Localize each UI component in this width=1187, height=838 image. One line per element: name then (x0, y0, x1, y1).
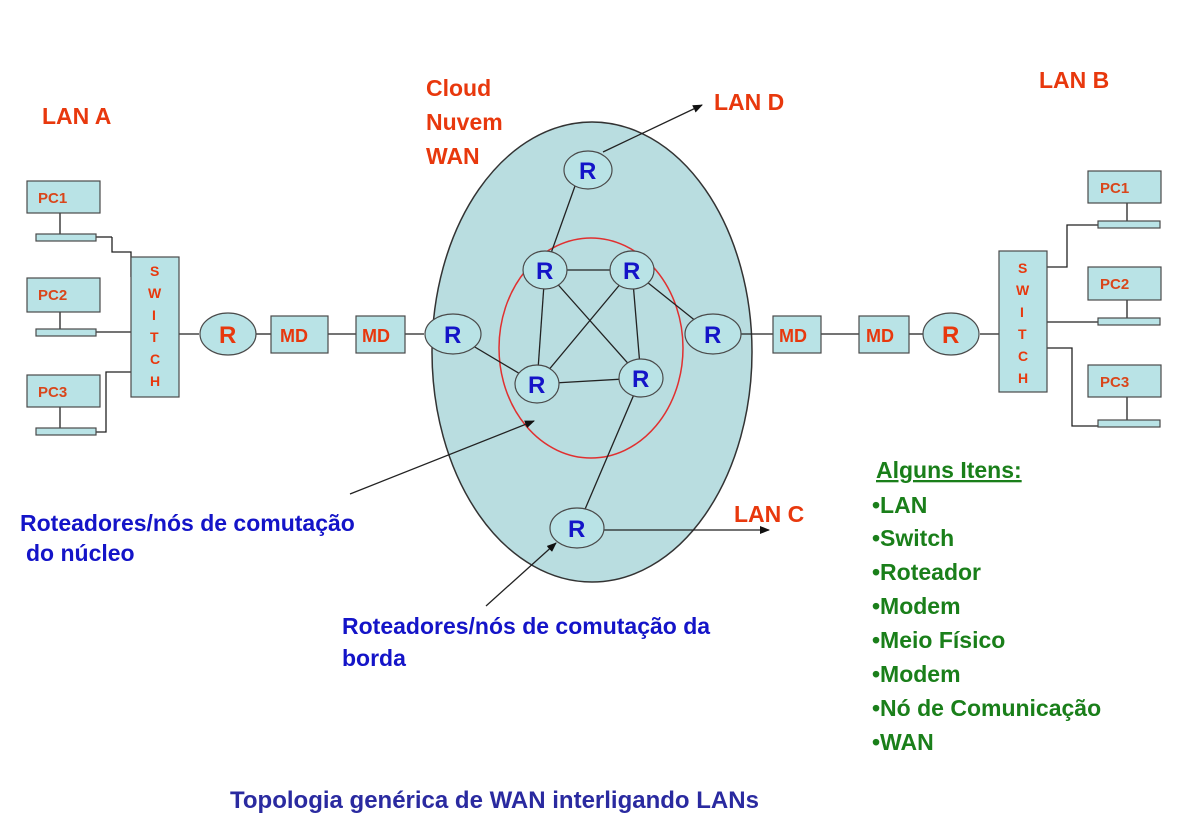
svg-text:PC1: PC1 (1100, 180, 1129, 197)
lan-a-pc2: PC2 (26, 277, 101, 337)
items-list: Alguns Itens: •LAN •Switch •Roteador •Mo… (872, 457, 1101, 755)
svg-text:I: I (1020, 304, 1024, 320)
svg-text:W: W (148, 285, 162, 301)
svg-text:W: W (1016, 282, 1030, 298)
lan-b-modem-2: MD (858, 315, 910, 354)
svg-text:H: H (150, 373, 160, 389)
wan-edge-router-right: R (684, 313, 742, 355)
svg-text:PC3: PC3 (1100, 374, 1129, 391)
arrow-to-core (349, 420, 535, 495)
arrow-to-edge (485, 542, 557, 607)
lan-d-label: LAN D (714, 89, 784, 115)
lan-a-switch: S W I T C H (130, 256, 180, 398)
svg-text:PC3: PC3 (38, 384, 67, 401)
items-heading: Alguns Itens: (876, 457, 1022, 483)
wan-router-top: R (563, 150, 613, 190)
svg-text:PC2: PC2 (1100, 276, 1129, 293)
arrow-to-lan-d (602, 104, 703, 153)
svg-text:S: S (150, 263, 159, 279)
svg-text:I: I (152, 307, 156, 323)
list-item: •Modem (872, 593, 961, 619)
svg-text:R: R (536, 258, 553, 285)
svg-text:Roteadores/nós de comutação: Roteadores/nós de comutação (20, 510, 355, 536)
svg-text:MD: MD (866, 326, 894, 346)
list-item: •Switch (872, 525, 954, 551)
svg-text:Cloud: Cloud (426, 75, 491, 101)
lan-a-modem-1: MD (270, 315, 329, 354)
svg-text:PC2: PC2 (38, 287, 67, 304)
lan-b-router: R (922, 312, 980, 356)
lan-a-wiring (59, 213, 424, 433)
svg-text:H: H (1018, 370, 1028, 386)
wan-core-router-1: R (522, 250, 568, 290)
svg-text:MD: MD (280, 326, 308, 346)
list-item: •WAN (872, 729, 934, 755)
lan-a-label: LAN A (42, 103, 111, 129)
wan-core-router-3: R (514, 364, 560, 404)
wan-edge-router-bottom: R (549, 507, 605, 549)
svg-text:T: T (150, 329, 159, 345)
svg-text:S: S (1018, 260, 1027, 276)
svg-text:borda: borda (342, 645, 406, 671)
wan-core-router-2: R (609, 250, 655, 290)
wan-edge-router-left: R (424, 313, 482, 355)
arrows (349, 104, 770, 607)
lan-b-label: LAN B (1039, 67, 1109, 93)
lan-a-pc1: PC1 (26, 180, 101, 242)
svg-text:do núcleo: do núcleo (26, 540, 135, 566)
svg-text:T: T (1018, 326, 1027, 342)
svg-text:MD: MD (362, 326, 390, 346)
lan-b-modem-1: MD (772, 315, 822, 354)
list-item: •Nó de Comunicação (872, 695, 1101, 721)
svg-text:C: C (1018, 348, 1028, 364)
svg-text:R: R (579, 158, 596, 185)
svg-text:Roteadores/nós de comutação da: Roteadores/nós de comutação da (342, 613, 710, 639)
lan-a-pc3: PC3 (26, 374, 101, 436)
core-ring (498, 237, 684, 459)
wan-cloud (431, 121, 753, 583)
list-item: •Modem (872, 661, 961, 687)
lan-b-pc3: PC3 (1087, 364, 1162, 428)
lan-c-label: LAN C (734, 501, 804, 527)
list-item: •Meio Físico (872, 627, 1005, 653)
svg-text:WAN: WAN (426, 143, 480, 169)
edge-annotation: Roteadores/nós de comutação da borda (342, 613, 710, 671)
list-item: •LAN (872, 492, 927, 518)
wan-core-router-4: R (618, 358, 664, 398)
svg-text:R: R (219, 322, 236, 349)
lan-b-pc1: PC1 (1087, 170, 1162, 229)
svg-text:R: R (623, 258, 640, 285)
lan-b-switch: S W I T C H (998, 250, 1048, 393)
svg-text:Nuvem: Nuvem (426, 109, 503, 135)
caption: Topologia genérica de WAN interligando L… (230, 787, 759, 814)
svg-text:C: C (150, 351, 160, 367)
svg-text:PC1: PC1 (38, 190, 67, 207)
lan-a-router: R (199, 312, 257, 356)
lan-b-pc2: PC2 (1087, 266, 1162, 326)
svg-text:R: R (528, 372, 545, 399)
cloud-label: Cloud Nuvem WAN (426, 75, 503, 169)
svg-text:R: R (942, 322, 959, 349)
list-item: •Roteador (872, 559, 981, 585)
svg-text:R: R (704, 322, 721, 349)
svg-text:R: R (444, 322, 461, 349)
svg-text:R: R (568, 516, 585, 543)
lan-a-modem-2: MD (355, 315, 406, 354)
svg-text:R: R (632, 366, 649, 393)
lan-b-wiring (741, 203, 1128, 427)
svg-text:MD: MD (779, 326, 807, 346)
core-annotation: Roteadores/nós de comutação do núcleo (20, 510, 355, 566)
